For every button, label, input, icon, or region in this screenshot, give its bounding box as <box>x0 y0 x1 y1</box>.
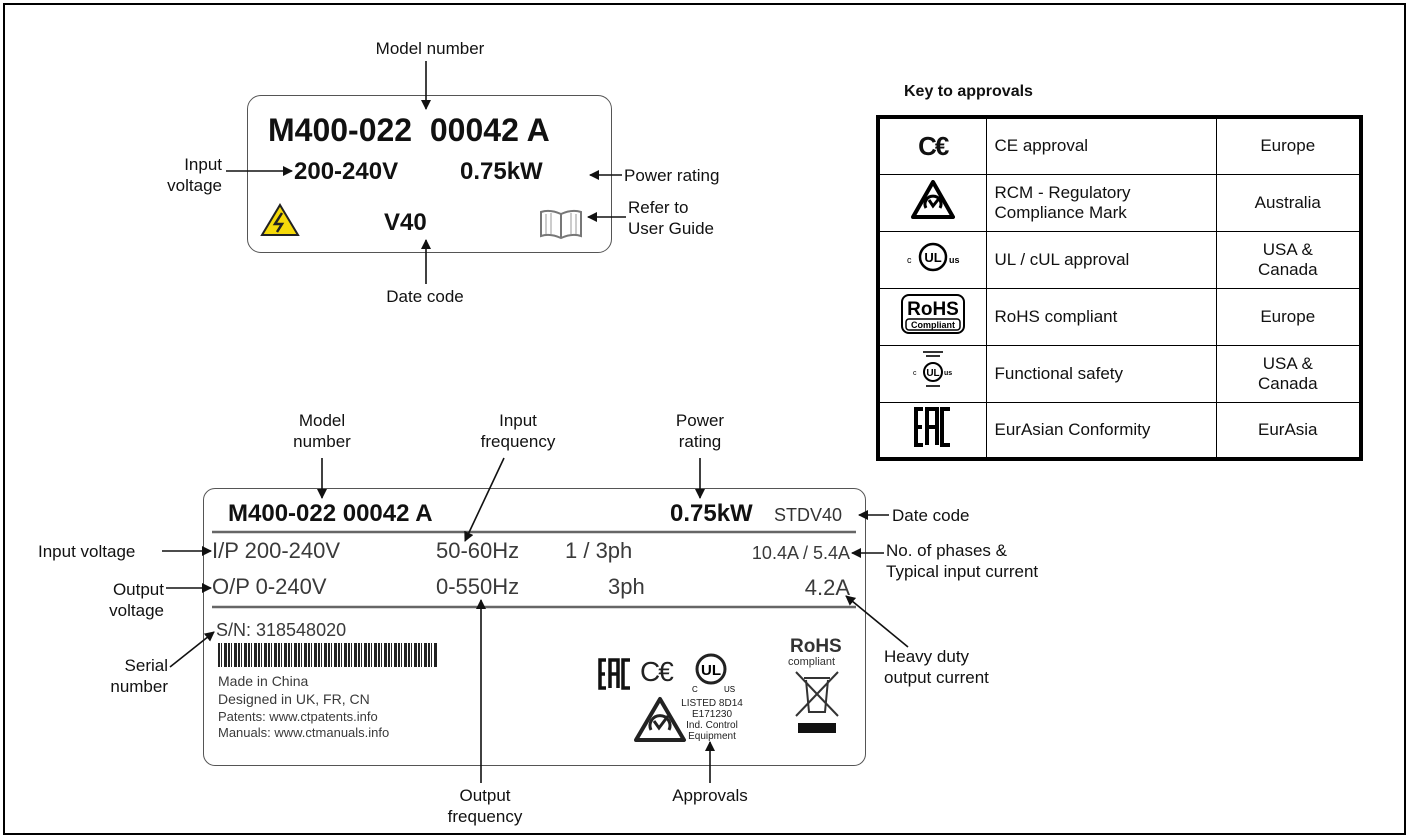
key-desc: RCM - Regulatory Compliance Mark <box>985 173 1217 232</box>
rcm-mark-icon <box>910 180 955 219</box>
callout-approvals: Approvals <box>672 786 748 805</box>
callout-power-rating: Power rating <box>624 166 720 185</box>
key-desc: Functional safety <box>985 344 1217 403</box>
key-row: c UL us Functional safety USA & Canada <box>877 344 1362 403</box>
top-date-code: V40 <box>384 209 427 236</box>
weee-bin-icon <box>795 671 839 733</box>
svg-text:UL: UL <box>701 662 721 679</box>
svg-text:US: US <box>724 685 735 694</box>
ip-voltage: I/P 200-240V <box>212 538 341 563</box>
bottom-model-number: M400-022 00042 A <box>228 500 433 527</box>
book-icon <box>540 209 582 240</box>
barcode <box>218 643 438 667</box>
callout-model-number-2: Model number <box>293 411 351 451</box>
svg-text:c: c <box>907 255 912 265</box>
svg-text:c: c <box>913 370 917 377</box>
op-current: 4.2A <box>804 575 850 600</box>
ce-mark-icon: C€ <box>640 656 674 687</box>
key-row: EurAsian Conformity EurAsia <box>877 401 1362 460</box>
ul-listed-text: LISTED 8D14 E171230 Ind. Control Equipme… <box>681 698 743 742</box>
callout-input-voltage: Input voltage <box>167 155 222 195</box>
rohs-compliant-icon: RoHS Compliant <box>900 294 965 334</box>
manuals: Manuals: www.ctmanuals.info <box>218 725 390 740</box>
serial-number: S/N: 318548020 <box>216 620 347 640</box>
key-title: Key to approvals <box>904 83 1033 100</box>
callout-output-frequency: Output frequency <box>447 786 523 826</box>
figure-frame <box>3 3 1406 835</box>
svg-text:RoHS: RoHS <box>907 299 959 320</box>
top-power-rating: 0.75kW <box>460 158 543 185</box>
svg-text:us: us <box>944 370 952 377</box>
ce-mark-icon: C€ <box>918 130 949 161</box>
functional-safety-ul-icon: c UL us <box>913 351 952 387</box>
callout-serial-number: Serial number <box>110 656 168 696</box>
made-in: Made in China <box>218 673 309 689</box>
callout-date-code: Date code <box>386 287 464 306</box>
op-phases: 3ph <box>608 574 645 599</box>
key-region: EurAsia <box>1215 401 1362 460</box>
key-desc: UL / cUL approval <box>985 230 1217 289</box>
callout-phases-current: No. of phases & Typical input current <box>886 541 1039 581</box>
warning-icon <box>260 203 300 236</box>
key-region: Australia <box>1215 173 1362 232</box>
callout-input-voltage-2: Input voltage <box>38 542 136 561</box>
rcm-mark-icon <box>634 697 686 742</box>
bottom-power-rating: 0.75kW <box>670 500 753 527</box>
designed-in: Designed in UK, FR, CN <box>218 691 370 707</box>
key-region: USA & Canada <box>1215 344 1362 403</box>
callout-refer-guide: Refer to User Guide <box>628 198 714 238</box>
key-region: Europe <box>1215 116 1362 175</box>
approvals-key-table: C€ CE approval Europe RCM - Regulatory C… <box>876 115 1363 461</box>
eac-mark-icon <box>598 658 630 690</box>
rohs-compliant-text: compliant <box>788 656 836 668</box>
eac-mark-icon <box>913 407 950 448</box>
bottom-date-code: STDV40 <box>774 505 843 525</box>
key-region: USA & Canada <box>1215 230 1362 289</box>
svg-text:Compliant: Compliant <box>911 320 955 330</box>
ip-frequency: 50-60Hz <box>436 538 520 563</box>
patents: Patents: www.ctpatents.info <box>218 709 378 724</box>
op-voltage: O/P 0-240V <box>212 574 327 599</box>
svg-text:us: us <box>949 255 960 265</box>
callout-date-code-2: Date code <box>892 506 970 525</box>
top-model-number: M400-022 00042 A <box>268 112 550 148</box>
top-input-voltage: 200-240V <box>294 158 399 185</box>
key-region: Europe <box>1215 287 1362 346</box>
ul-listed-icon: UL C US <box>692 653 735 694</box>
callout-model-number: Model number <box>375 39 485 58</box>
svg-text:UL: UL <box>924 250 941 265</box>
rohs-word: RoHS <box>790 636 842 657</box>
callout-input-frequency: Input frequency <box>480 411 556 451</box>
key-row: c UL us UL / cUL approval USA & Canada <box>877 230 1362 289</box>
key-row: RCM - Regulatory Compliance Mark Austral… <box>877 173 1362 232</box>
ul-cul-mark-icon: c UL us <box>907 242 960 272</box>
key-row: C€ CE approval Europe <box>877 116 1362 175</box>
key-desc: RoHS compliant <box>985 287 1217 346</box>
key-row: RoHS Compliant RoHS compliant Europe <box>877 287 1362 346</box>
callout-power-rating-2: Power rating <box>675 411 725 451</box>
svg-text:C: C <box>692 685 698 694</box>
callout-output-voltage: Output voltage <box>109 580 164 620</box>
svg-text:UL: UL <box>926 368 939 379</box>
ip-current: 10.4A / 5.4A <box>751 543 850 563</box>
callout-heavy-duty: Heavy duty output current <box>884 647 989 687</box>
op-frequency: 0-550Hz <box>436 574 520 599</box>
key-desc: CE approval <box>985 116 1217 175</box>
rating-label-top <box>247 95 612 253</box>
key-desc: EurAsian Conformity <box>985 401 1217 460</box>
ip-phases: 1 / 3ph <box>565 538 633 563</box>
